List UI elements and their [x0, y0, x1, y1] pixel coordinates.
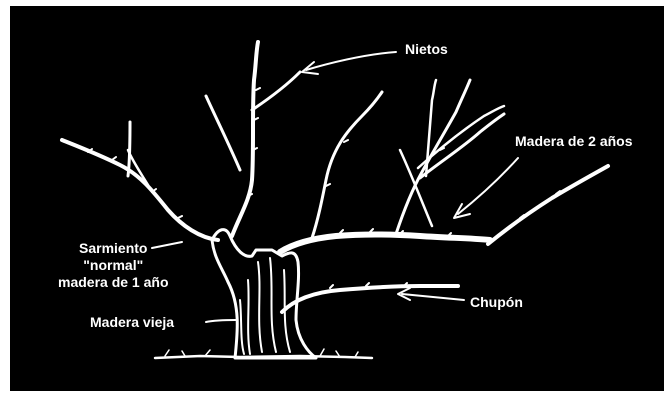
label-sarmiento-line2: "normal"	[58, 257, 169, 274]
arrow-madera-vieja	[206, 320, 236, 322]
shoot-mid-upright	[312, 92, 382, 238]
cane-left	[62, 140, 218, 240]
shoot-right-long	[420, 114, 504, 178]
shoot-right-branch	[426, 80, 436, 176]
central-branch-left	[206, 96, 240, 170]
cane-left-upper	[128, 150, 148, 185]
central-branch-right	[252, 72, 300, 110]
label-madera-2-anos: Madera de 2 años	[515, 133, 633, 150]
label-sarmiento-normal: Sarmiento "normal" madera de 1 año	[58, 240, 169, 291]
label-madera-vieja: Madera vieja	[90, 314, 174, 331]
label-sarmiento-line1: Sarmiento	[58, 240, 169, 257]
cane-far-right	[488, 166, 608, 244]
arrow-chupon	[402, 294, 464, 300]
arrow-madera-2	[458, 158, 518, 214]
trunk	[212, 230, 316, 358]
arrow-nietos	[306, 52, 396, 70]
central-shoot	[232, 42, 258, 236]
trunk-texture	[240, 258, 290, 354]
chupon-shoot	[282, 286, 458, 312]
label-chupon: Chupón	[470, 294, 523, 311]
label-nietos: Nietos	[405, 41, 448, 58]
label-sarmiento-line3: madera de 1 año	[58, 274, 169, 291]
